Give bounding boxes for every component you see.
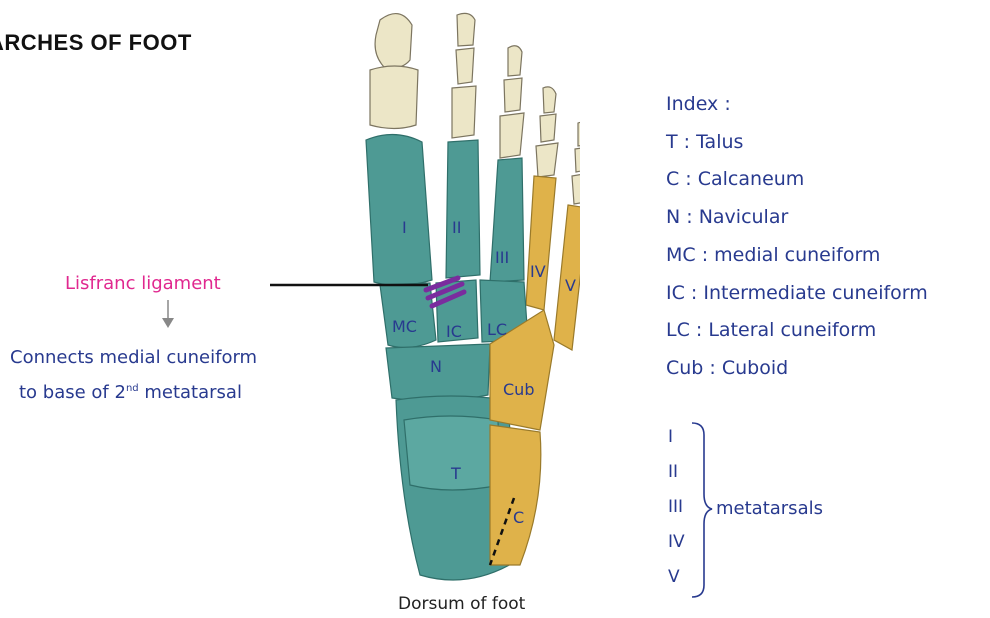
lisfranc-leader-line	[270, 280, 430, 290]
foot-illustration	[340, 0, 580, 600]
numeral-item: IV	[668, 525, 685, 560]
numeral-item: I	[668, 420, 685, 455]
label-LC: LC	[487, 320, 507, 339]
label-metatarsal-II: II	[452, 218, 461, 237]
index-item: C : Calcaneum	[666, 161, 928, 199]
index-item: N : Navicular	[666, 199, 928, 237]
index-item: T : Talus	[666, 124, 928, 162]
metatarsal-numerals: I II III IV V	[668, 420, 685, 595]
numeral-item: V	[668, 560, 685, 595]
label-metatarsal-I: I	[402, 218, 407, 237]
brace-icon	[688, 420, 718, 600]
figure-caption: Dorsum of foot	[398, 594, 525, 614]
numeral-item: III	[668, 490, 685, 525]
label-metatarsal-III: III	[495, 248, 509, 267]
metatarsals-label: metatarsals	[716, 498, 823, 519]
index-item: Cub : Cuboid	[666, 350, 928, 388]
index-item: MC : medial cuneiform	[666, 237, 928, 275]
index-heading: Index :	[666, 86, 928, 124]
label-C: C	[513, 508, 524, 527]
lisfranc-ligament-label: Lisfranc ligament	[65, 273, 221, 294]
label-metatarsal-V: V	[565, 276, 576, 295]
lisfranc-description-line1: Connects medial cuneiform	[10, 347, 257, 368]
label-N: N	[430, 357, 442, 376]
lisfranc-description-line2: to base of 2nd metatarsal	[19, 382, 242, 403]
label-T: T	[451, 464, 461, 483]
numeral-item: II	[668, 455, 685, 490]
label-MC: MC	[392, 317, 417, 336]
down-arrow-icon	[160, 300, 176, 330]
label-metatarsal-IV: IV	[530, 262, 546, 281]
index-item: LC : Lateral cuneiform	[666, 312, 928, 350]
label-Cub: Cub	[503, 380, 534, 399]
index-item: IC : Intermediate cuneiform	[666, 275, 928, 313]
page-title: ARCHES OF FOOT	[0, 30, 192, 56]
index-legend: Index : T : Talus C : Calcaneum N : Navi…	[666, 86, 928, 388]
label-IC: IC	[446, 322, 462, 341]
